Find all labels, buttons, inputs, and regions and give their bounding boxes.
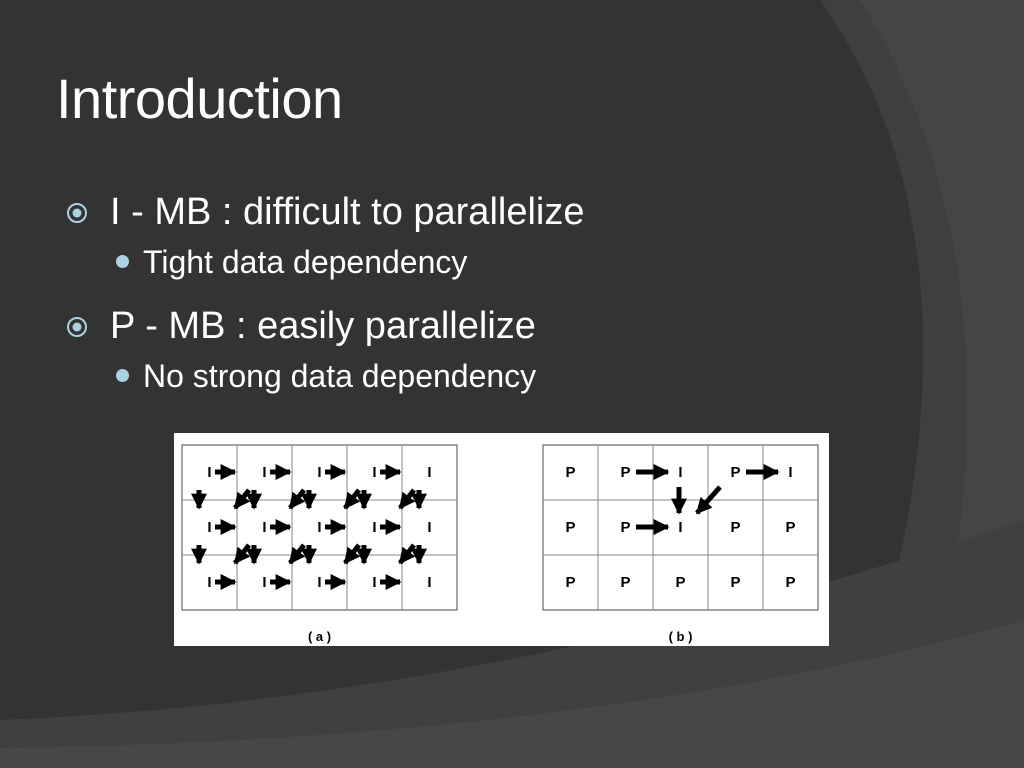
panel_b-cell-label: P xyxy=(785,574,795,591)
panel_a-cell-label: I xyxy=(372,574,376,591)
circle-bullet-icon xyxy=(67,317,87,337)
panel_a-cell-label: I xyxy=(262,464,266,481)
panel_b-cell-label: P xyxy=(565,519,575,536)
dependency-arrow xyxy=(398,488,416,510)
bullet-list: I - MB : difficult to parallelize Tight … xyxy=(66,188,826,416)
dependency-arrow xyxy=(288,543,306,565)
panel_a-cell-label: I xyxy=(427,574,431,591)
sub-bullet-text: Tight data dependency xyxy=(143,244,468,280)
bullet-item-p-mb: P - MB : easily parallelize xyxy=(66,302,826,358)
dependency-arrow xyxy=(233,543,251,565)
dependency-arrow xyxy=(343,488,361,510)
panel_a-cell-label: I xyxy=(262,574,266,591)
panel_a-cell-label: I xyxy=(317,519,321,536)
panel_a-caption: ( a ) xyxy=(308,629,331,644)
panel_a-cell-label: I xyxy=(427,519,431,536)
panel_b-cell-label: P xyxy=(730,464,740,481)
panel_a-cell-label: I xyxy=(427,464,431,481)
panel_a-cell-label: I xyxy=(207,519,211,536)
bullet-text: P - MB : easily parallelize xyxy=(110,305,536,347)
dot-bullet-icon xyxy=(116,255,129,268)
sub-bullet-item: Tight data dependency xyxy=(66,244,826,302)
panel_b-cell-label: P xyxy=(620,574,630,591)
dependency-figure: I I I I I I I I I I I I I I I ( a ) P P I P I P P I P P P P P P P ( b ) xyxy=(174,433,829,646)
panel_b-cell-label: I xyxy=(788,464,792,481)
panel_a-cell-label: I xyxy=(317,574,321,591)
panel_b-cell-label: P xyxy=(730,574,740,591)
panel_b-cell-label: P xyxy=(730,519,740,536)
panel_b-cell-label: P xyxy=(675,574,685,591)
panel_b-cell-label: I xyxy=(678,519,682,536)
panel_b-cell-label: P xyxy=(565,574,575,591)
dependency-arrow xyxy=(233,488,251,510)
panel_a-cell-label: I xyxy=(372,464,376,481)
bullet-item-i-mb: I - MB : difficult to parallelize xyxy=(66,188,826,244)
dependency-arrow xyxy=(288,488,306,510)
sub-bullet-text: No strong data dependency xyxy=(143,358,537,394)
panel_b-cell-label: P xyxy=(620,519,630,536)
panel_a-cell-label: I xyxy=(317,464,321,481)
dependency-arrow xyxy=(343,543,361,565)
panel_a-cell-label: I xyxy=(262,519,266,536)
dependency-diagram: I I I I I I I I I I I I I I I ( a ) P P I P I P P I P P P P P P P ( b ) xyxy=(181,444,819,644)
panel_b-cell-label: I xyxy=(678,464,682,481)
panel_b-cell-label: P xyxy=(565,464,575,481)
dot-bullet-icon xyxy=(116,369,129,382)
panel_b-cell-label: P xyxy=(620,464,630,481)
slide-title: Introduction xyxy=(56,67,343,130)
panel_a-cell-label: I xyxy=(207,574,211,591)
dependency-arrow xyxy=(695,485,722,515)
dependency-arrow xyxy=(398,543,416,565)
bullet-text: I - MB : difficult to parallelize xyxy=(110,191,585,233)
sub-bullet-item: No strong data dependency xyxy=(66,358,826,416)
circle-bullet-icon xyxy=(67,203,87,223)
panel_a-cell-label: I xyxy=(207,464,211,481)
panel_a-cell-label: I xyxy=(372,519,376,536)
panel_b-cell-label: P xyxy=(785,519,795,536)
panel_b-caption: ( b ) xyxy=(669,629,693,644)
